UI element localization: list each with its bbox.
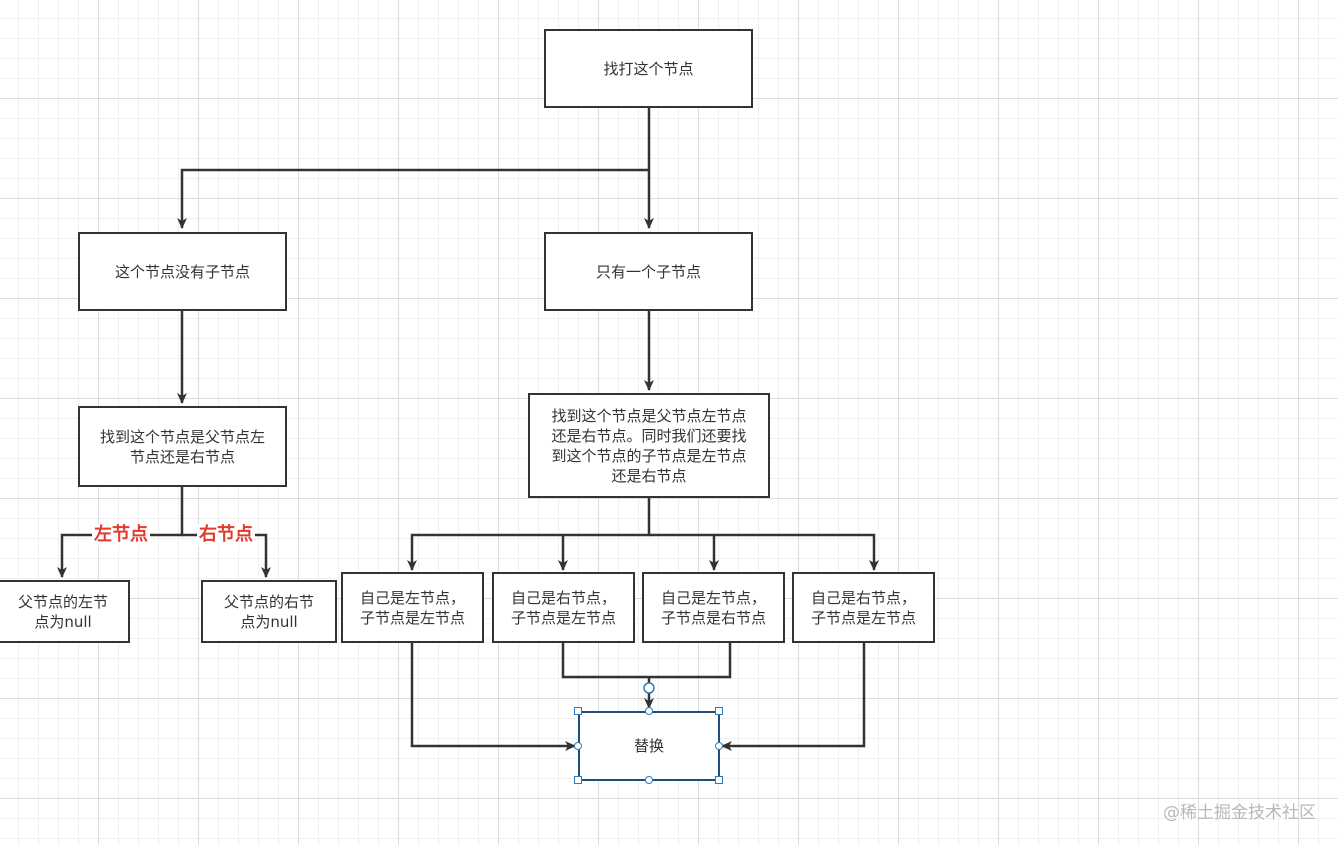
resize-handle-bottom-left[interactable] <box>574 776 582 784</box>
edge-case4-to-replace <box>721 643 866 751</box>
node-parent-right-null-label: 父节点的右节 点为null <box>223 592 314 631</box>
edge-case1-to-replace <box>410 643 576 751</box>
node-no-child-label: 这个节点没有子节点 <box>114 262 250 281</box>
node-case-2[interactable]: 自己是右节点， 子节点是左节点 <box>492 572 635 643</box>
connect-handle-left[interactable] <box>574 742 582 750</box>
node-find[interactable]: 找打这个节点 <box>544 29 753 108</box>
edge-find-to-nochild <box>177 108 651 229</box>
connect-handle-right[interactable] <box>715 742 723 750</box>
node-case-1[interactable]: 自己是左节点， 子节点是左节点 <box>341 572 484 643</box>
resize-handle-bottom-right[interactable] <box>715 776 723 784</box>
connection-point-handle <box>643 682 655 694</box>
node-one-child-label: 只有一个子节点 <box>595 262 701 281</box>
edge-check-to-case1 <box>407 498 651 571</box>
edge-check-to-case4 <box>714 533 879 571</box>
node-case-3[interactable]: 自己是左节点， 子节点是右节点 <box>642 572 785 643</box>
resize-handle-top-right[interactable] <box>715 707 723 715</box>
connect-handle-bottom[interactable] <box>645 776 653 784</box>
node-case-4-label: 自己是右节点， 子节点是左节点 <box>810 588 916 627</box>
node-check-side-right-label: 找到这个节点是父节点左节点 还是右节点。同时我们还要找 到这个节点的子节点是左节… <box>551 406 747 485</box>
node-case-3-label: 自己是左节点， 子节点是右节点 <box>660 588 766 627</box>
edge-case2-case3-merge <box>561 643 732 679</box>
node-find-label: 找打这个节点 <box>603 59 694 78</box>
node-parent-left-null-label: 父节点的左节 点为null <box>17 592 108 631</box>
node-replace-label: 替换 <box>633 737 664 755</box>
node-check-side-left[interactable]: 找到这个节点是父节点左 节点还是右节点 <box>78 406 287 487</box>
edge-check-to-case3 <box>649 533 719 571</box>
node-replace[interactable]: 替换 <box>578 711 720 781</box>
edge-label-right-node[interactable]: 右节点 <box>197 524 255 546</box>
node-case-1-label: 自己是左节点， 子节点是左节点 <box>359 588 465 627</box>
watermark: @稀土掘金技术社区 <box>1163 803 1316 823</box>
node-no-child[interactable]: 这个节点没有子节点 <box>78 232 287 311</box>
node-case-4[interactable]: 自己是右节点， 子节点是左节点 <box>792 572 935 643</box>
node-one-child[interactable]: 只有一个子节点 <box>544 232 753 311</box>
node-case-2-label: 自己是右节点， 子节点是左节点 <box>510 588 616 627</box>
edge-label-left-node[interactable]: 左节点 <box>92 524 150 546</box>
node-check-side-right[interactable]: 找到这个节点是父节点左节点 还是右节点。同时我们还要找 到这个节点的子节点是左节… <box>528 393 770 498</box>
resize-handle-top-left[interactable] <box>574 707 582 715</box>
node-parent-left-null[interactable]: 父节点的左节 点为null <box>0 580 130 643</box>
connect-handle-top[interactable] <box>645 707 653 715</box>
node-check-side-left-label: 找到这个节点是父节点左 节点还是右节点 <box>99 427 265 466</box>
node-parent-right-null[interactable]: 父节点的右节 点为null <box>201 580 337 643</box>
